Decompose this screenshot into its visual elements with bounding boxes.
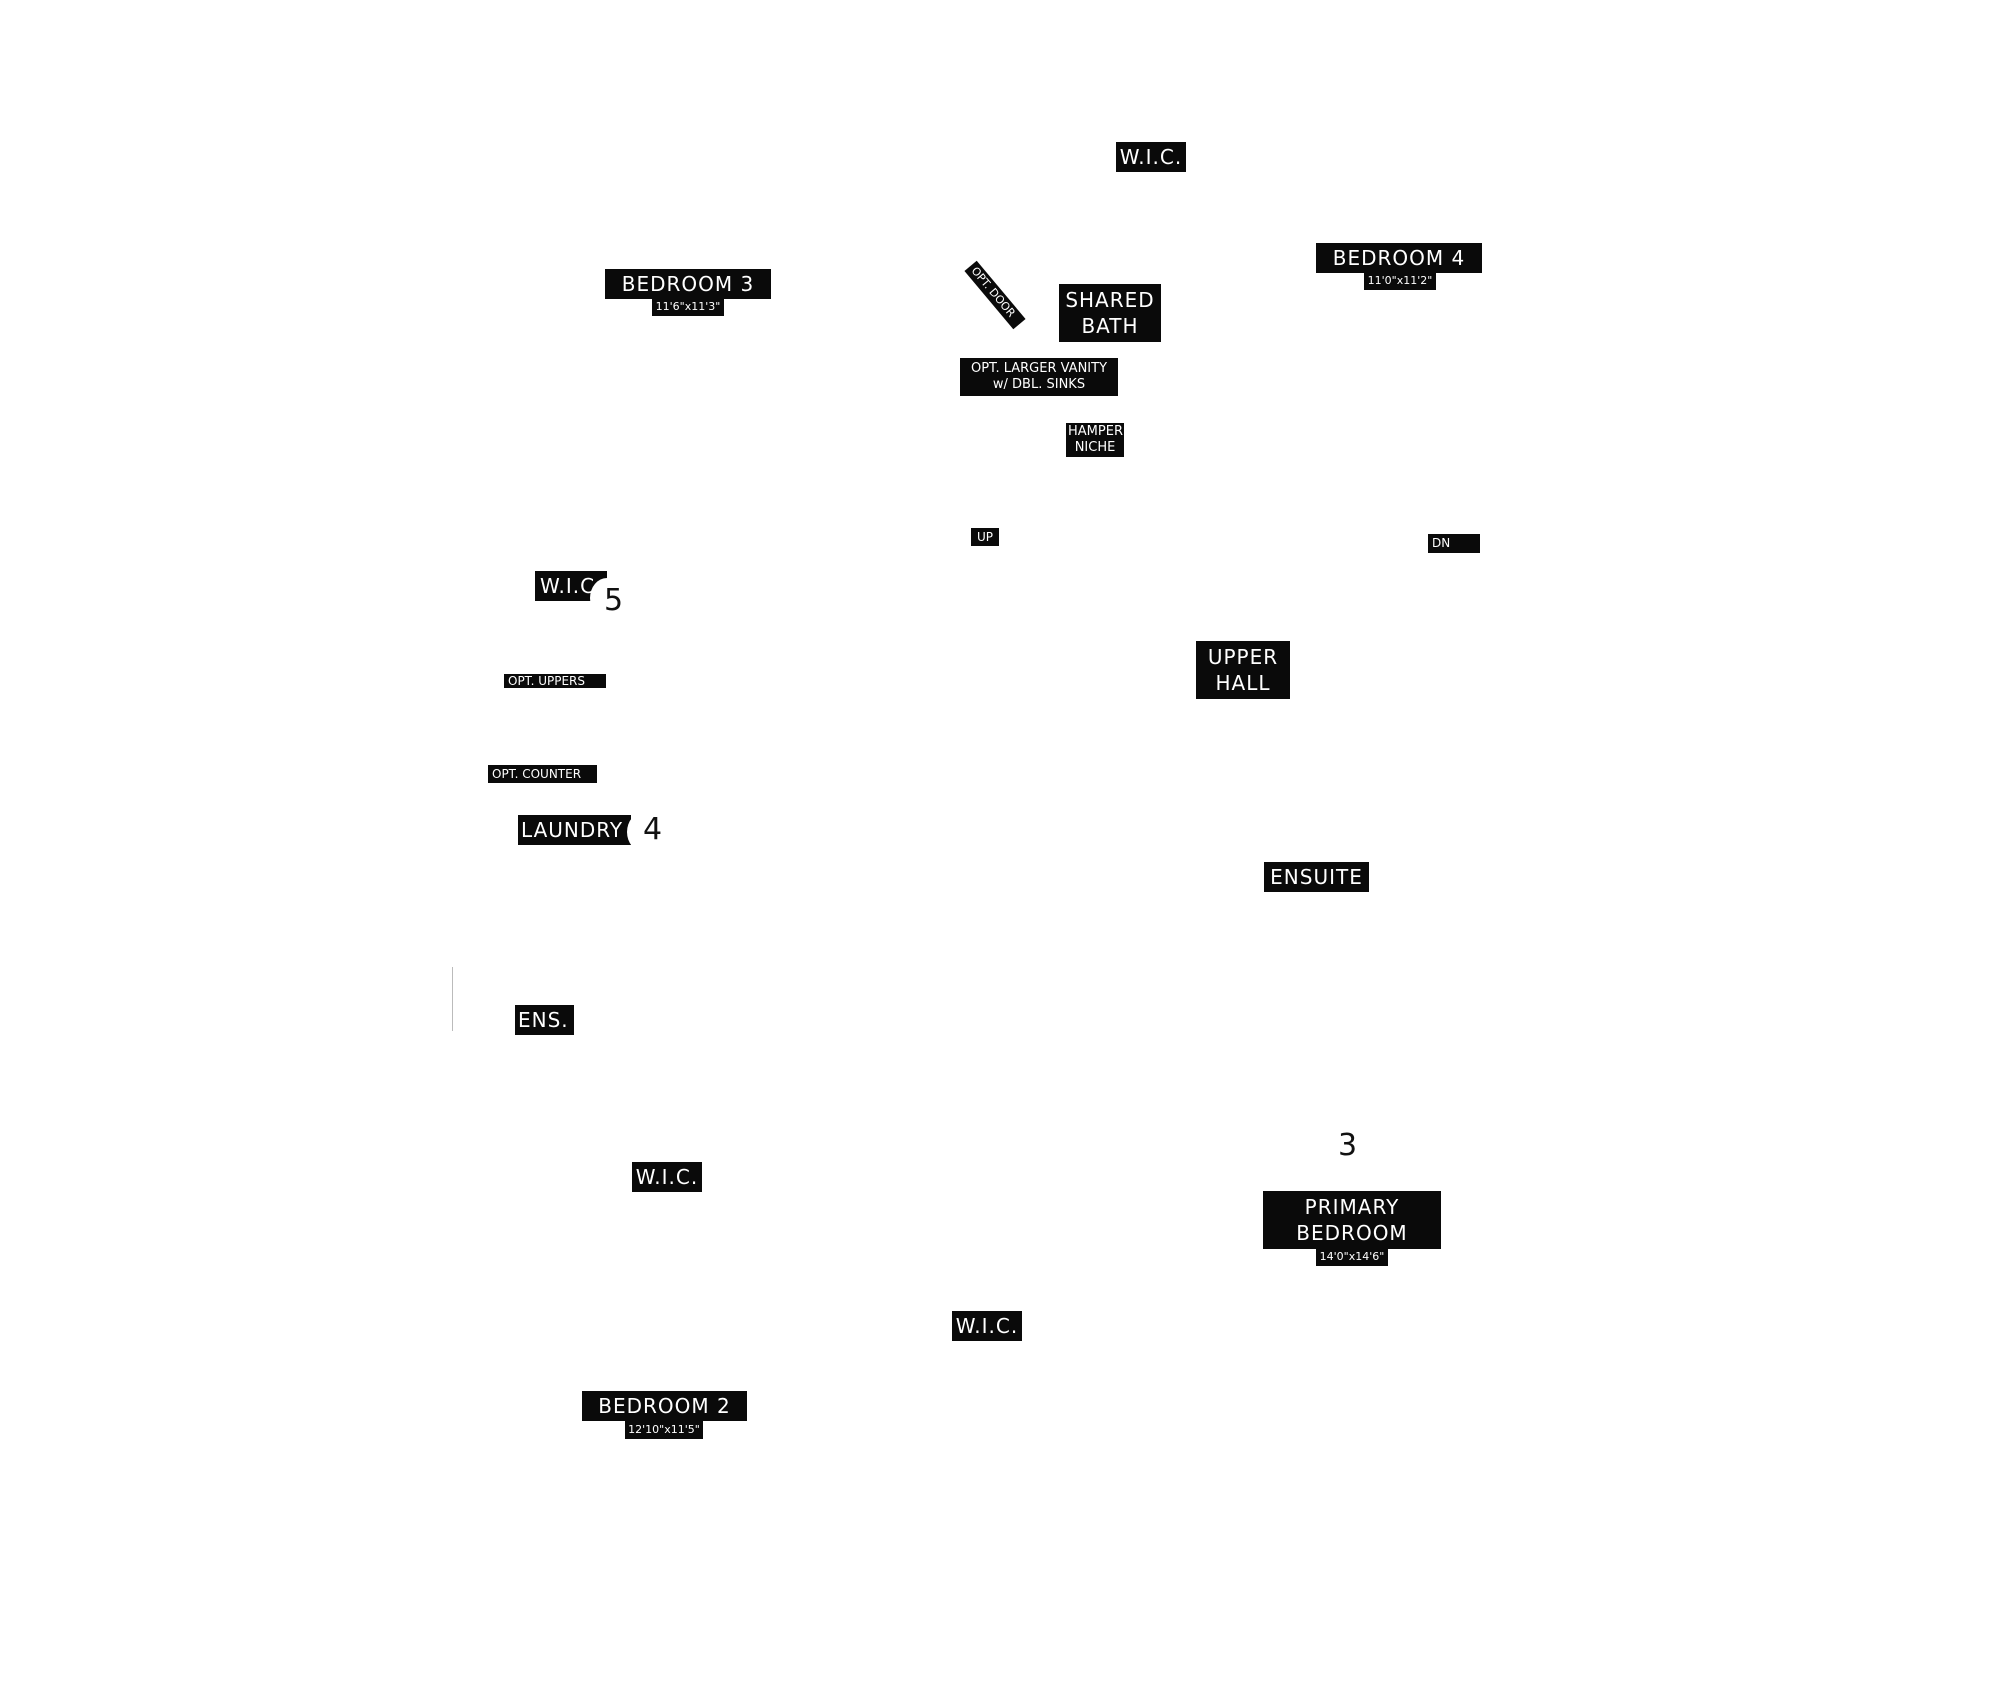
- room-label-shared-bath-line2: BATH: [1081, 314, 1139, 338]
- note-opt-counter: OPT. COUNTER: [488, 765, 597, 783]
- room-label-primary-bedroom: PRIMARY BEDROOM: [1263, 1191, 1441, 1249]
- marker-number-3: 3: [1338, 1128, 1358, 1163]
- marker-cutout-4: [627, 812, 661, 852]
- room-label-wic-top: W.I.C.: [1116, 142, 1186, 172]
- room-label-upper-hall-line1: UPPER: [1207, 645, 1279, 669]
- note-opt-door: OPT. DOOR: [964, 260, 1026, 330]
- wall-line: [452, 967, 453, 1031]
- room-label-primary-bedroom-line1: PRIMARY: [1304, 1195, 1400, 1219]
- room-label-shared-bath-line1: SHARED: [1065, 288, 1155, 312]
- note-opt-larger-vanity-line1: OPT. LARGER VANITY: [970, 361, 1108, 376]
- note-opt-larger-vanity-line2: w/ DBL. SINKS: [992, 377, 1086, 392]
- room-label-laundry: LAUNDRY: [518, 815, 631, 845]
- note-hamper-niche-line2: NICHE: [1074, 440, 1116, 455]
- room-label-wic-bottom-center: W.I.C.: [952, 1311, 1022, 1341]
- note-hamper-niche: HAMPER NICHE: [1066, 423, 1124, 457]
- marker-cutout-5: [590, 578, 624, 618]
- marker-number-5: 5: [604, 583, 624, 618]
- room-label-upper-hall: UPPER HALL: [1196, 641, 1290, 699]
- room-dimensions-primary-bedroom: 14'0"x14'6": [1316, 1248, 1388, 1266]
- room-label-ensuite: ENSUITE: [1264, 862, 1369, 892]
- note-hamper-niche-line1: HAMPER: [1068, 424, 1123, 439]
- room-label-shared-bath: SHARED BATH: [1059, 284, 1161, 342]
- note-opt-uppers: OPT. UPPERS: [504, 674, 606, 688]
- note-opt-larger-vanity: OPT. LARGER VANITY w/ DBL. SINKS: [960, 358, 1118, 396]
- marker-number-4: 4: [643, 812, 663, 847]
- room-label-bedroom-2: BEDROOM 2: [582, 1391, 747, 1421]
- room-dimensions-bedroom-4: 11'0"x11'2": [1364, 272, 1436, 290]
- room-label-bedroom-4: BEDROOM 4: [1316, 243, 1482, 273]
- room-label-primary-bedroom-line2: BEDROOM: [1296, 1221, 1408, 1245]
- room-dimensions-bedroom-2: 12'10"x11'5": [625, 1421, 703, 1439]
- note-stairs-up: UP: [971, 528, 999, 546]
- room-label-bedroom-3: BEDROOM 3: [605, 269, 771, 299]
- room-dimensions-bedroom-3: 11'6"x11'3": [652, 298, 724, 316]
- room-label-wic-bottom-left: W.I.C.: [632, 1162, 702, 1192]
- room-label-ens: ENS.: [515, 1005, 574, 1035]
- room-label-upper-hall-line2: HALL: [1215, 671, 1271, 695]
- note-stairs-down: DN: [1428, 534, 1480, 553]
